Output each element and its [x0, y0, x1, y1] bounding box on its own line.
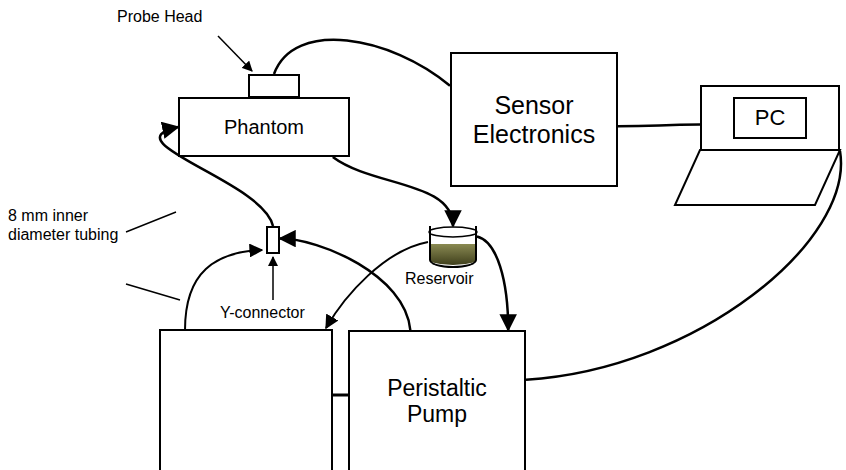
leader-line [126, 284, 180, 300]
node-label: Peristaltic Pump [350, 375, 524, 428]
y-connector: Y-connector [266, 226, 280, 254]
reservoir-rim [429, 227, 477, 237]
reservoir: Reservoir [429, 226, 477, 268]
node-label: Sensor Electronics [452, 91, 616, 149]
laptop-base [675, 150, 840, 205]
laptop-screen: PC [700, 85, 840, 151]
connector [274, 40, 450, 86]
leader-line [126, 212, 176, 232]
phantom-box: Phantom [178, 97, 350, 157]
leader-arrow [272, 257, 274, 300]
node-label: Probe Head [115, 8, 204, 26]
pump-box [160, 330, 332, 470]
node-label: PC [733, 97, 808, 138]
node-label: Reservoir [403, 270, 475, 288]
node-label: Y-connector [218, 304, 307, 322]
electronics-box: Sensor Electronics [450, 52, 618, 187]
coupling-line [332, 394, 348, 397]
probe-head: Probe Head [248, 74, 300, 98]
connector [333, 157, 453, 226]
connector [477, 237, 508, 331]
node-label: Phantom [218, 116, 310, 139]
leader-arrow [218, 36, 252, 71]
reservoir-liquid [430, 244, 476, 265]
pump-box: Peristaltic Pump [348, 330, 526, 470]
tubing-label: 8 mm inner diameter tubing [8, 206, 126, 244]
connector [618, 125, 700, 127]
